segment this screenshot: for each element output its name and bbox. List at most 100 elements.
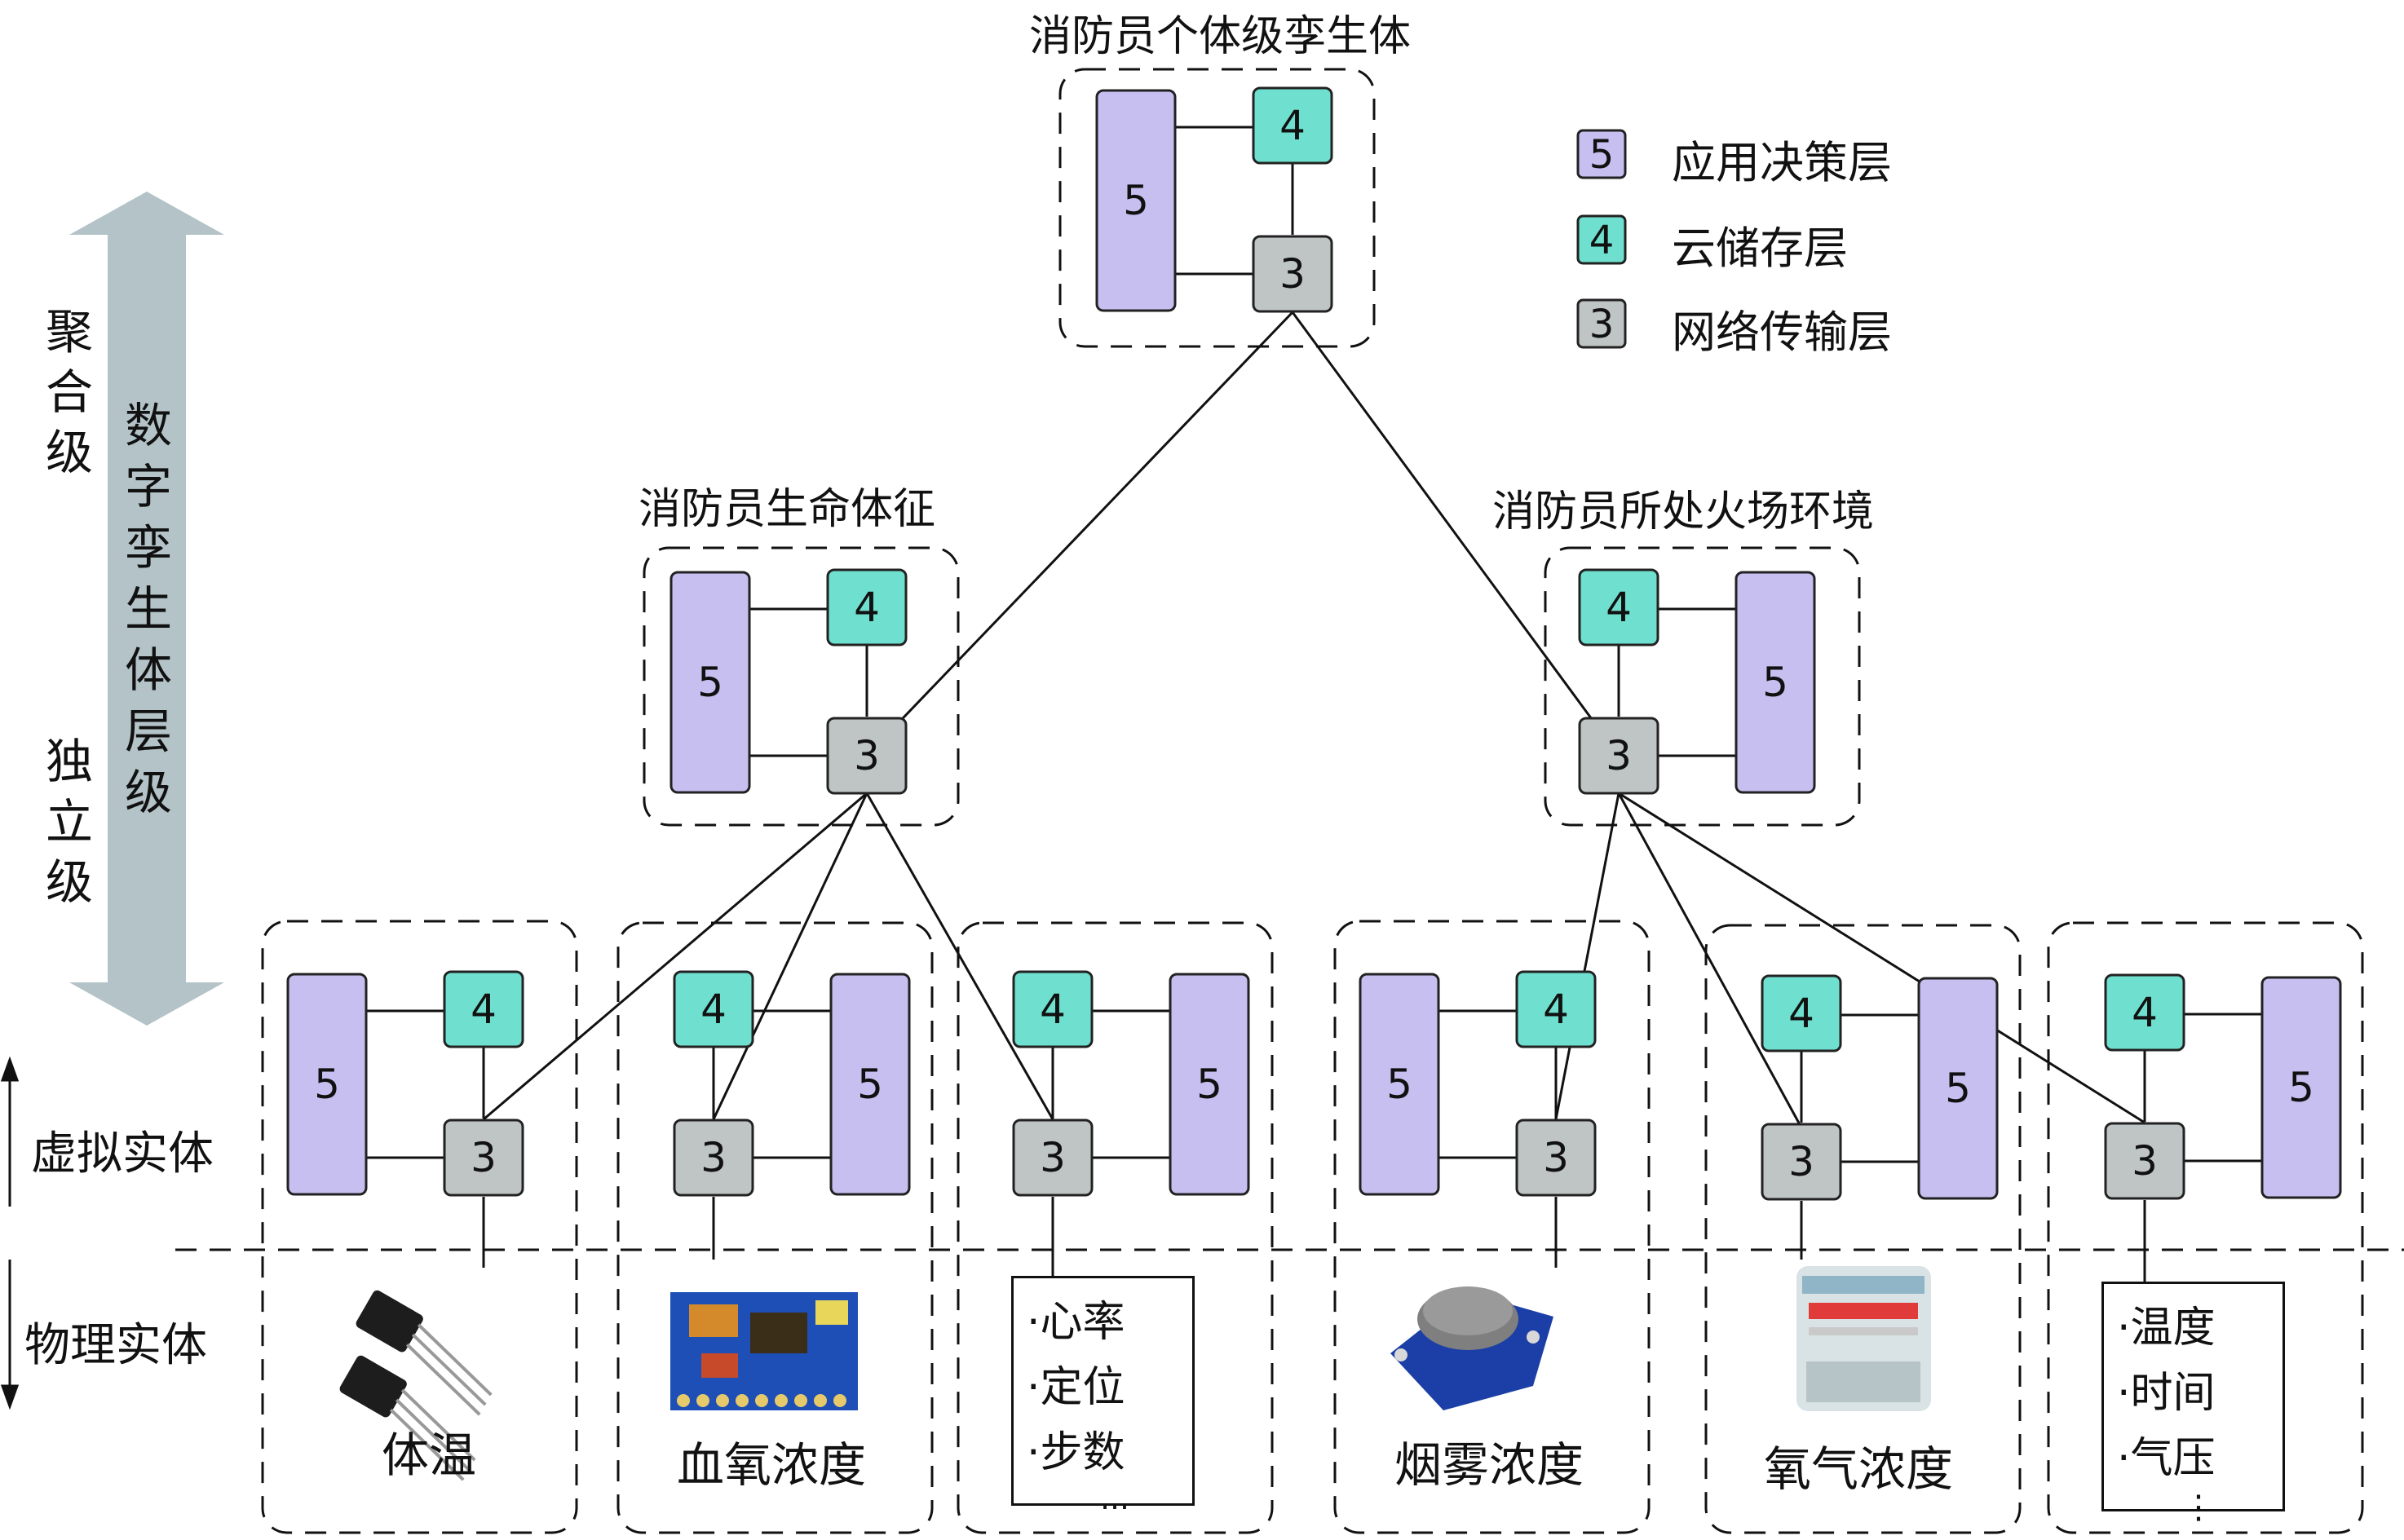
oxygen-sensor-image — [1796, 1266, 1931, 1411]
layer3-box-number: 3 — [700, 1134, 727, 1181]
svg-text:5: 5 — [1589, 132, 1615, 178]
twin-module-vital-list: 543 — [1012, 970, 1250, 1197]
physical-entity-arrow — [0, 1260, 20, 1410]
layer4-box — [2104, 973, 2185, 1052]
layer4-box-number: 4 — [2132, 989, 2158, 1036]
legend-swatch-5: 5 — [1576, 129, 1627, 179]
layer4-box — [1252, 86, 1333, 165]
svg-text:3: 3 — [1589, 302, 1615, 347]
caption-smoke: 烟雾浓度 — [1394, 1437, 1584, 1493]
layer5-box — [1169, 973, 1250, 1196]
link-vital-list — [865, 792, 1054, 1120]
sensor-frame-vital-list — [957, 921, 1274, 1534]
layer3-box-number: 3 — [1543, 1134, 1569, 1181]
twin-module-top: 543 — [1095, 86, 1333, 313]
legend-swatch-4: 4 — [1576, 214, 1627, 265]
layer5-box-number: 5 — [1762, 659, 1788, 706]
layer5-box-number: 5 — [857, 1061, 883, 1108]
layer5-box — [1359, 973, 1440, 1196]
layer4-box — [1515, 970, 1597, 1048]
virtual-entity-arrow — [0, 1056, 20, 1207]
env-list-item: ·气压 — [2117, 1434, 2216, 1483]
vital-node-title: 消防员生命体征 — [639, 485, 936, 534]
sensor-frame-oxygen — [1704, 924, 2022, 1534]
vital-signs-list: ·心率 ·定位 ·步数 … — [1011, 1276, 1195, 1515]
legend-label-5: 应用决策层 — [1672, 137, 1892, 188]
layer3-box — [1578, 717, 1659, 795]
layer5-box — [1917, 977, 1999, 1200]
twin-hierarchy-label: 数字孪生体层级 — [124, 398, 172, 820]
layer3-box-number: 3 — [2132, 1137, 2158, 1185]
blood-oxygen-sensor-image — [670, 1292, 858, 1410]
layer4-box-number: 4 — [1606, 584, 1632, 631]
sensor-frame-env-list — [2047, 921, 2364, 1534]
legend-label-4: 云储存层 — [1672, 223, 1848, 274]
layer4-box-number: 4 — [854, 584, 880, 631]
layer4-box-number: 4 — [471, 986, 497, 1033]
twin-module-oxygen: 5 4 3 — [1761, 974, 1999, 1201]
node-frame-top — [1058, 68, 1376, 348]
layer5-box-number: 5 — [314, 1061, 340, 1108]
link-env-list — [1618, 792, 2145, 1124]
layer4-box — [1012, 970, 1094, 1048]
layer3-box-number: 3 — [1040, 1134, 1066, 1181]
aggregate-level-label: 聚合级 — [45, 304, 93, 480]
layer5-box-number: 5 — [1945, 1065, 1971, 1112]
smoke-sensor-image — [1390, 1286, 1553, 1410]
link-vital-blood-oxygen — [712, 792, 868, 1120]
node-frame-vital — [643, 546, 960, 827]
sensor-frame-blood-oxygen — [616, 921, 934, 1534]
top-node-title: 消防员个体级孪生体 — [1029, 12, 1412, 61]
layer4-box — [673, 970, 754, 1048]
twin-module-env-list: 5 4 3 — [2104, 973, 2342, 1200]
layer5-box — [2260, 976, 2342, 1199]
link-top-environment — [1291, 311, 1620, 757]
sensor-frame-body-temp — [261, 920, 578, 1534]
layer3-box — [673, 1119, 754, 1197]
layer3-box — [826, 717, 908, 795]
vital-list-item: ·定位 — [1027, 1363, 1125, 1412]
layer5-box-number: 5 — [2288, 1064, 2314, 1111]
layer4-box-number: 4 — [1543, 986, 1569, 1033]
legend-label-3: 网络传输层 — [1672, 307, 1892, 358]
layer4-box-number: 4 — [1788, 990, 1814, 1037]
twin-module-smoke: 5 4 3 — [1359, 970, 1597, 1197]
vital-list-item: ·步数 — [1027, 1428, 1125, 1477]
layer3-box-number: 3 — [854, 732, 880, 779]
layer3-box — [1761, 1123, 1842, 1201]
layer5-box-number: 5 — [1196, 1061, 1222, 1108]
twin-module-environment: 543 — [1578, 568, 1816, 795]
layer4-box — [1761, 974, 1842, 1052]
layer5-box — [1735, 571, 1816, 794]
node-frame-environment — [1544, 546, 1861, 827]
body-temp-sensor-image — [339, 1290, 493, 1481]
layer5-box-number: 5 — [1123, 177, 1149, 224]
env-list-item: ⋮ — [2182, 1489, 2215, 1526]
hierarchy-double-arrow — [69, 192, 224, 1026]
layer5-box-number: 5 — [697, 659, 723, 706]
environment-node-title: 消防员所处火场环境 — [1492, 488, 1875, 536]
layer5-box-number: 5 — [1386, 1061, 1412, 1108]
layer4-box — [443, 970, 524, 1048]
vital-list-item: … — [1100, 1483, 1129, 1516]
layer4-box — [826, 568, 908, 646]
virtual-entity-label: 虚拟实体 — [31, 1127, 214, 1180]
link-env-oxygen — [1617, 792, 1803, 1128]
sensor-frame-smoke — [1333, 920, 1651, 1534]
twin-module-blood-oxygen: 5 4 3 — [673, 970, 911, 1197]
layer4-box-number: 4 — [700, 986, 727, 1033]
layer5-box — [1095, 89, 1177, 312]
layer3-box-number: 3 — [471, 1134, 497, 1181]
layer3-box — [1252, 235, 1333, 313]
layer5-box — [286, 973, 368, 1196]
link-top-vital — [865, 311, 1294, 757]
env-list-item: ·温度 — [2117, 1304, 2216, 1352]
layer3-box — [1012, 1119, 1094, 1197]
link-env-smoke — [1554, 792, 1620, 1120]
svg-text:4: 4 — [1589, 218, 1615, 263]
layer3-box-number: 3 — [1788, 1138, 1814, 1185]
caption-body-temp: 体温 — [382, 1427, 477, 1483]
layer4-box-number: 4 — [1279, 102, 1306, 149]
independent-level-label: 独立级 — [45, 734, 93, 910]
